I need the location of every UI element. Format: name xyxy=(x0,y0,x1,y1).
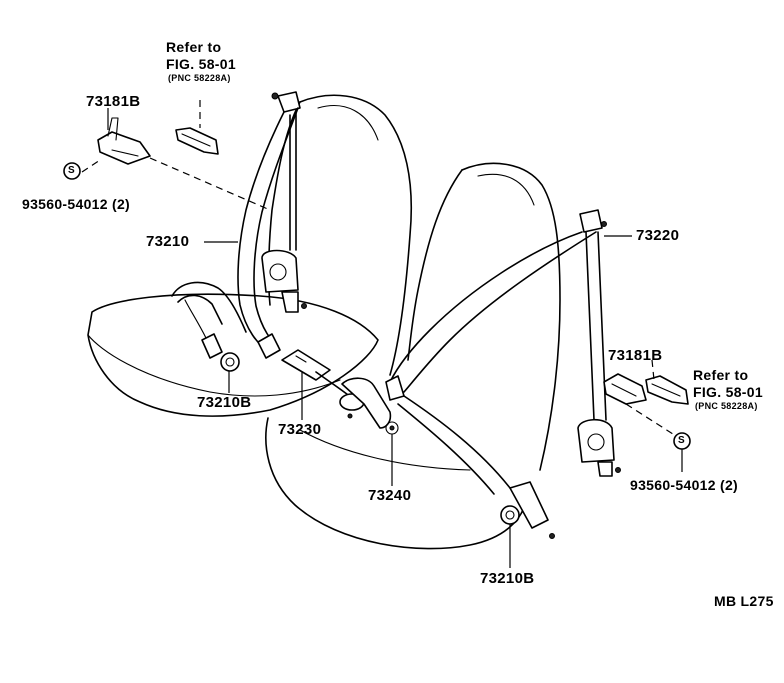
refer-left-pnc: (PNC 58228A) xyxy=(168,73,231,83)
dashed-leader-lines xyxy=(81,100,677,437)
buckle-73240 xyxy=(341,377,399,435)
refer-left-line2: FIG. 58-01 xyxy=(166,56,236,72)
screw-symbol-left xyxy=(63,162,81,180)
washer-73210b-bottom xyxy=(500,505,520,525)
part-label-73181b-right: 73181B xyxy=(608,347,663,364)
part-label-73210b-left: 73210B xyxy=(197,394,252,411)
right-cover-bracket xyxy=(645,375,689,405)
refer-right-pnc: (PNC 58228A) xyxy=(695,401,758,411)
part-label-93560-left: 93560-54012 (2) xyxy=(22,196,131,212)
washer-73210b-left xyxy=(220,352,240,372)
screw-symbol-right-letter: S xyxy=(678,435,685,446)
buckle-73230 xyxy=(281,349,365,419)
part-label-73210b-bottom: 73210B xyxy=(480,570,535,587)
right-seat-belt-assembly xyxy=(385,209,621,539)
left-seat-belt-assembly xyxy=(237,91,307,359)
right-anchor-bracket xyxy=(603,373,647,405)
part-label-73220: 73220 xyxy=(636,227,680,244)
screw-symbol-left-letter: S xyxy=(68,165,75,176)
right-seat-back xyxy=(407,162,561,471)
part-label-73210: 73210 xyxy=(146,233,190,250)
left-lap-belt xyxy=(171,281,247,359)
part-label-73181b-left: 73181B xyxy=(86,93,141,110)
refer-right-line2: FIG. 58-01 xyxy=(693,384,763,400)
part-label-73230: 73230 xyxy=(278,421,322,438)
refer-left-line1: Refer to xyxy=(166,39,222,55)
leader-lines xyxy=(107,108,683,568)
right-seat-cushion xyxy=(265,417,526,550)
left-cover-bracket xyxy=(175,127,219,155)
diagram-code: MB L275 xyxy=(714,593,774,609)
left-anchor-bracket xyxy=(97,117,151,165)
part-label-73240: 73240 xyxy=(368,487,412,504)
refer-right-line1: Refer to xyxy=(693,367,749,383)
part-label-93560-right: 93560-54012 (2) xyxy=(630,477,739,493)
